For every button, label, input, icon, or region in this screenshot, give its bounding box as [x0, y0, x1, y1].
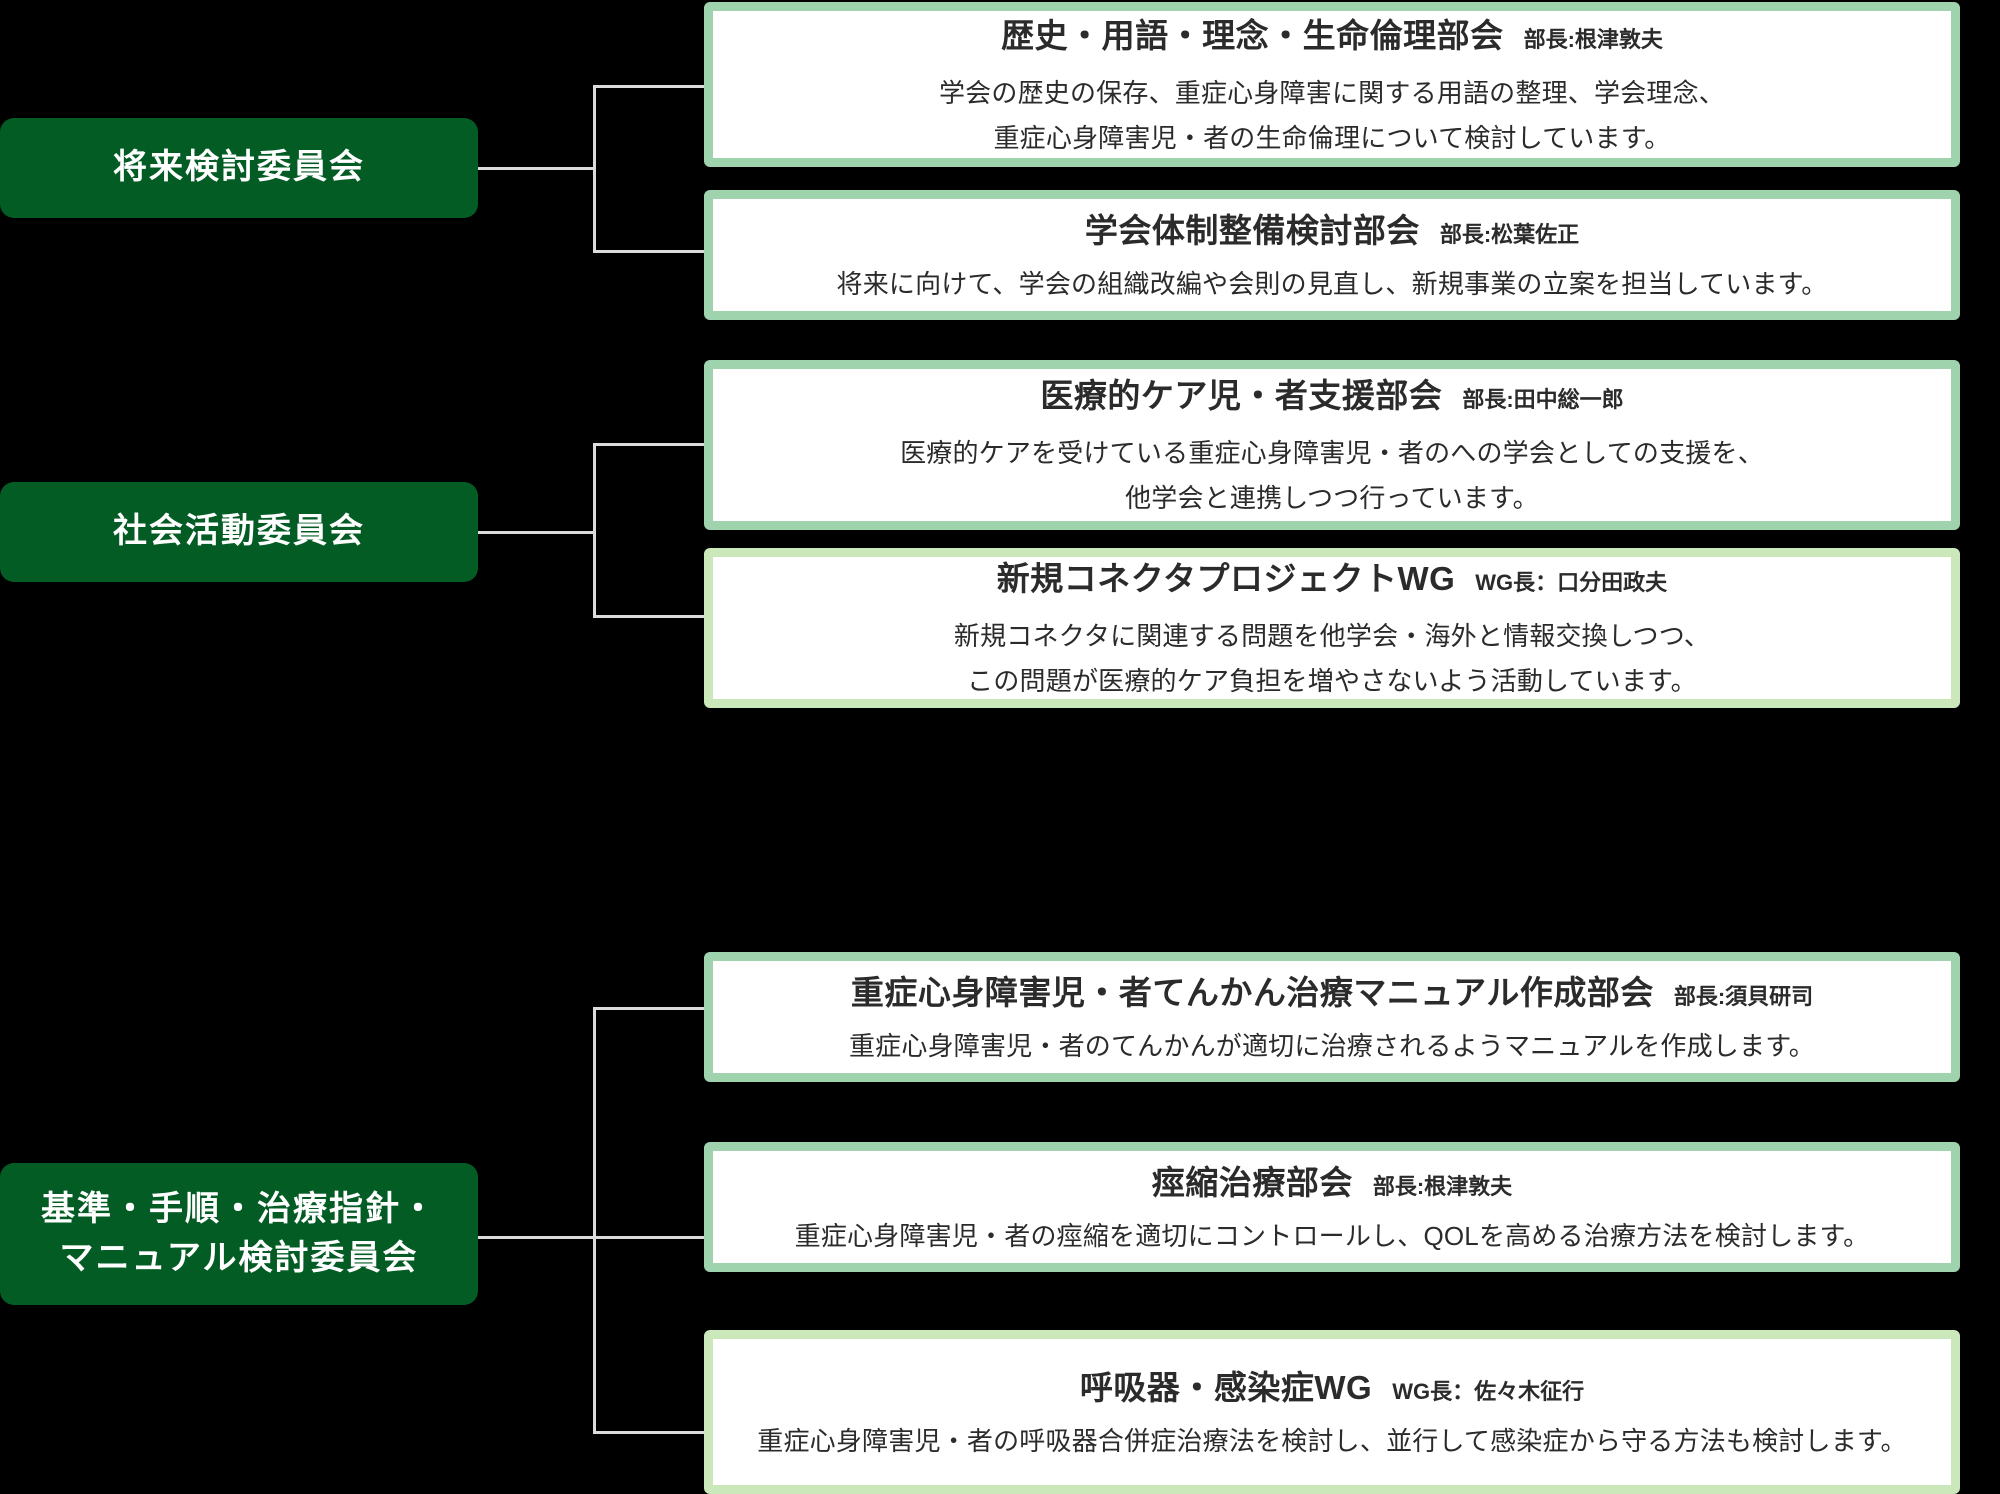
connector-branch-7: [593, 1431, 705, 1434]
connector-stem-group2: [478, 531, 596, 534]
card-header: 呼吸器・感染症WG WG長：佐々木征行: [1080, 1361, 1584, 1409]
committee-label: 基準・手順・治療指針・ マニュアル検討委員会: [41, 1185, 437, 1284]
section-card-epilepsy-treatment-manual[interactable]: 重症心身障害児・者てんかん治療マニュアル作成部会 部長:須貝研司 重症心身障害児…: [704, 952, 1960, 1082]
card-leader-label: 部長:須貝研司: [1673, 983, 1814, 1009]
section-card-respiratory-infection-wg[interactable]: 呼吸器・感染症WG WG長：佐々木征行 重症心身障害児・者の呼吸器合併症治療法を…: [704, 1330, 1960, 1494]
card-header: 重症心身障害児・者てんかん治療マニュアル作成部会 部長:須貝研司: [851, 966, 1813, 1014]
connector-branch-3: [593, 443, 705, 446]
card-leader-label: 部長:松葉佐正: [1439, 221, 1580, 247]
description-line: この問題が医療的ケア負担を増やさないよう活動しています。: [967, 666, 1697, 696]
card-header: 歴史・用語・理念・生命倫理部会 部長:根津敦夫: [1001, 9, 1663, 57]
connector-branch-2: [593, 250, 705, 253]
connector-branch-4: [593, 615, 705, 618]
committee-box-future-review[interactable]: 将来検討委員会: [0, 118, 478, 218]
committee-label-line2: マニュアル検討委員会: [59, 1239, 419, 1277]
connector-spine-group1: [593, 85, 596, 253]
connector-branch-6: [593, 1236, 705, 1239]
connector-stem-group3: [478, 1236, 596, 1239]
description-line: 医療的ケアを受けている重症心身障害児・者のへの学会としての支援を、: [900, 438, 1764, 469]
card-leader-label: 部長:根津敦夫: [1372, 1173, 1513, 1199]
description-line: 新規コネクタに関連する問題を他学会・海外と情報交換しつつ、: [953, 621, 1711, 652]
card-description: 新規コネクタに関連する問題を他学会・海外と情報交換しつつ、 この問題が医療的ケア…: [954, 614, 1710, 703]
section-card-society-structure-review[interactable]: 学会体制整備検討部会 部長:松葉佐正 将来に向けて、学会の組織改編や会則の見直し…: [704, 190, 1960, 320]
connector-spine-group3: [593, 1007, 596, 1434]
description-line: 重症心身障害児・者のてんかんが適切に治療されるようマニュアルを作成します。: [848, 1030, 1816, 1061]
description-line: 学会の歴史の保存、重症心身障害に関する用語の整理、学会理念、: [938, 77, 1725, 108]
committee-label: 社会活動委員会: [113, 512, 365, 551]
card-header: 医療的ケア児・者支援部会 部長:田中総一郎: [1040, 369, 1623, 417]
connector-stem-group1: [478, 167, 596, 170]
card-title: 新規コネクタプロジェクトWG: [996, 560, 1456, 598]
card-description: 医療的ケアを受けている重症心身障害児・者のへの学会としての支援を、 他学会と連携…: [900, 431, 1764, 520]
committee-label: 将来検討委員会: [113, 148, 365, 187]
section-card-history-terminology-philosophy-bioethics[interactable]: 歴史・用語・理念・生命倫理部会 部長:根津敦夫 学会の歴史の保存、重症心身障害に…: [704, 2, 1960, 167]
connector-branch-1: [593, 85, 705, 88]
card-description: 重症心身障害児・者のてんかんが適切に治療されるようマニュアルを作成します。: [849, 1024, 1815, 1069]
card-title: 痙縮治療部会: [1151, 1163, 1353, 1201]
card-header: 痙縮治療部会 部長:根津敦夫: [1152, 1156, 1512, 1204]
committee-label-line1: 基準・手順・治療指針・: [41, 1189, 437, 1228]
committee-box-standards-manual[interactable]: 基準・手順・治療指針・ マニュアル検討委員会: [0, 1163, 478, 1305]
card-description: 学会の歴史の保存、重症心身障害に関する用語の整理、学会理念、 重症心身障害児・者…: [939, 71, 1725, 160]
description-line: 重症心身障害児・者の痙縮を適切にコントロールし、QOLを高める治療方法を検討しま…: [794, 1220, 1870, 1251]
card-title: 重症心身障害児・者てんかん治療マニュアル作成部会: [850, 973, 1654, 1011]
card-leader-label: WG長：佐々木征行: [1392, 1378, 1585, 1404]
card-description: 重症心身障害児・者の呼吸器合併症治療法を検討し、並行して感染症から守る方法も検討…: [757, 1419, 1906, 1464]
connector-spine-group2: [593, 443, 596, 618]
description-line: 他学会と連携しつつ行っています。: [1125, 483, 1539, 513]
card-title: 歴史・用語・理念・生命倫理部会: [1001, 16, 1504, 54]
card-description: 重症心身障害児・者の痙縮を適切にコントロールし、QOLを高める治療方法を検討しま…: [795, 1214, 1870, 1259]
card-title: 学会体制整備検討部会: [1084, 211, 1420, 249]
description-line: 将来に向けて、学会の組織改編や会則の見直し、新規事業の立案を担当しています。: [836, 268, 1828, 299]
card-leader-label: WG長：口分田政夫: [1475, 570, 1668, 596]
section-card-new-connector-project-wg[interactable]: 新規コネクタプロジェクトWG WG長：口分田政夫 新規コネクタに関連する問題を他…: [704, 548, 1960, 708]
card-header: 学会体制整備検討部会 部長:松葉佐正: [1085, 204, 1579, 252]
card-title: 医療的ケア児・者支援部会: [1040, 377, 1443, 415]
card-leader-label: 部長:田中総一郎: [1462, 387, 1624, 413]
committee-box-social-activity[interactable]: 社会活動委員会: [0, 482, 478, 582]
description-line: 重症心身障害児・者の呼吸器合併症治療法を検討し、並行して感染症から守る方法も検討…: [757, 1425, 1907, 1456]
card-header: 新規コネクタプロジェクトWG WG長：口分田政夫: [997, 552, 1667, 600]
description-line: 重症心身障害児・者の生命倫理について検討しています。: [993, 122, 1671, 153]
card-title: 呼吸器・感染症WG: [1079, 1368, 1373, 1406]
connector-branch-5: [593, 1007, 705, 1010]
section-card-spasticity-treatment[interactable]: 痙縮治療部会 部長:根津敦夫 重症心身障害児・者の痙縮を適切にコントロールし、Q…: [704, 1142, 1960, 1272]
card-description: 将来に向けて、学会の組織改編や会則の見直し、新規事業の立案を担当しています。: [837, 262, 1828, 307]
card-leader-label: 部長:根津敦夫: [1523, 26, 1663, 52]
section-card-medical-care-child-support[interactable]: 医療的ケア児・者支援部会 部長:田中総一郎 医療的ケアを受けている重症心身障害児…: [704, 360, 1960, 530]
